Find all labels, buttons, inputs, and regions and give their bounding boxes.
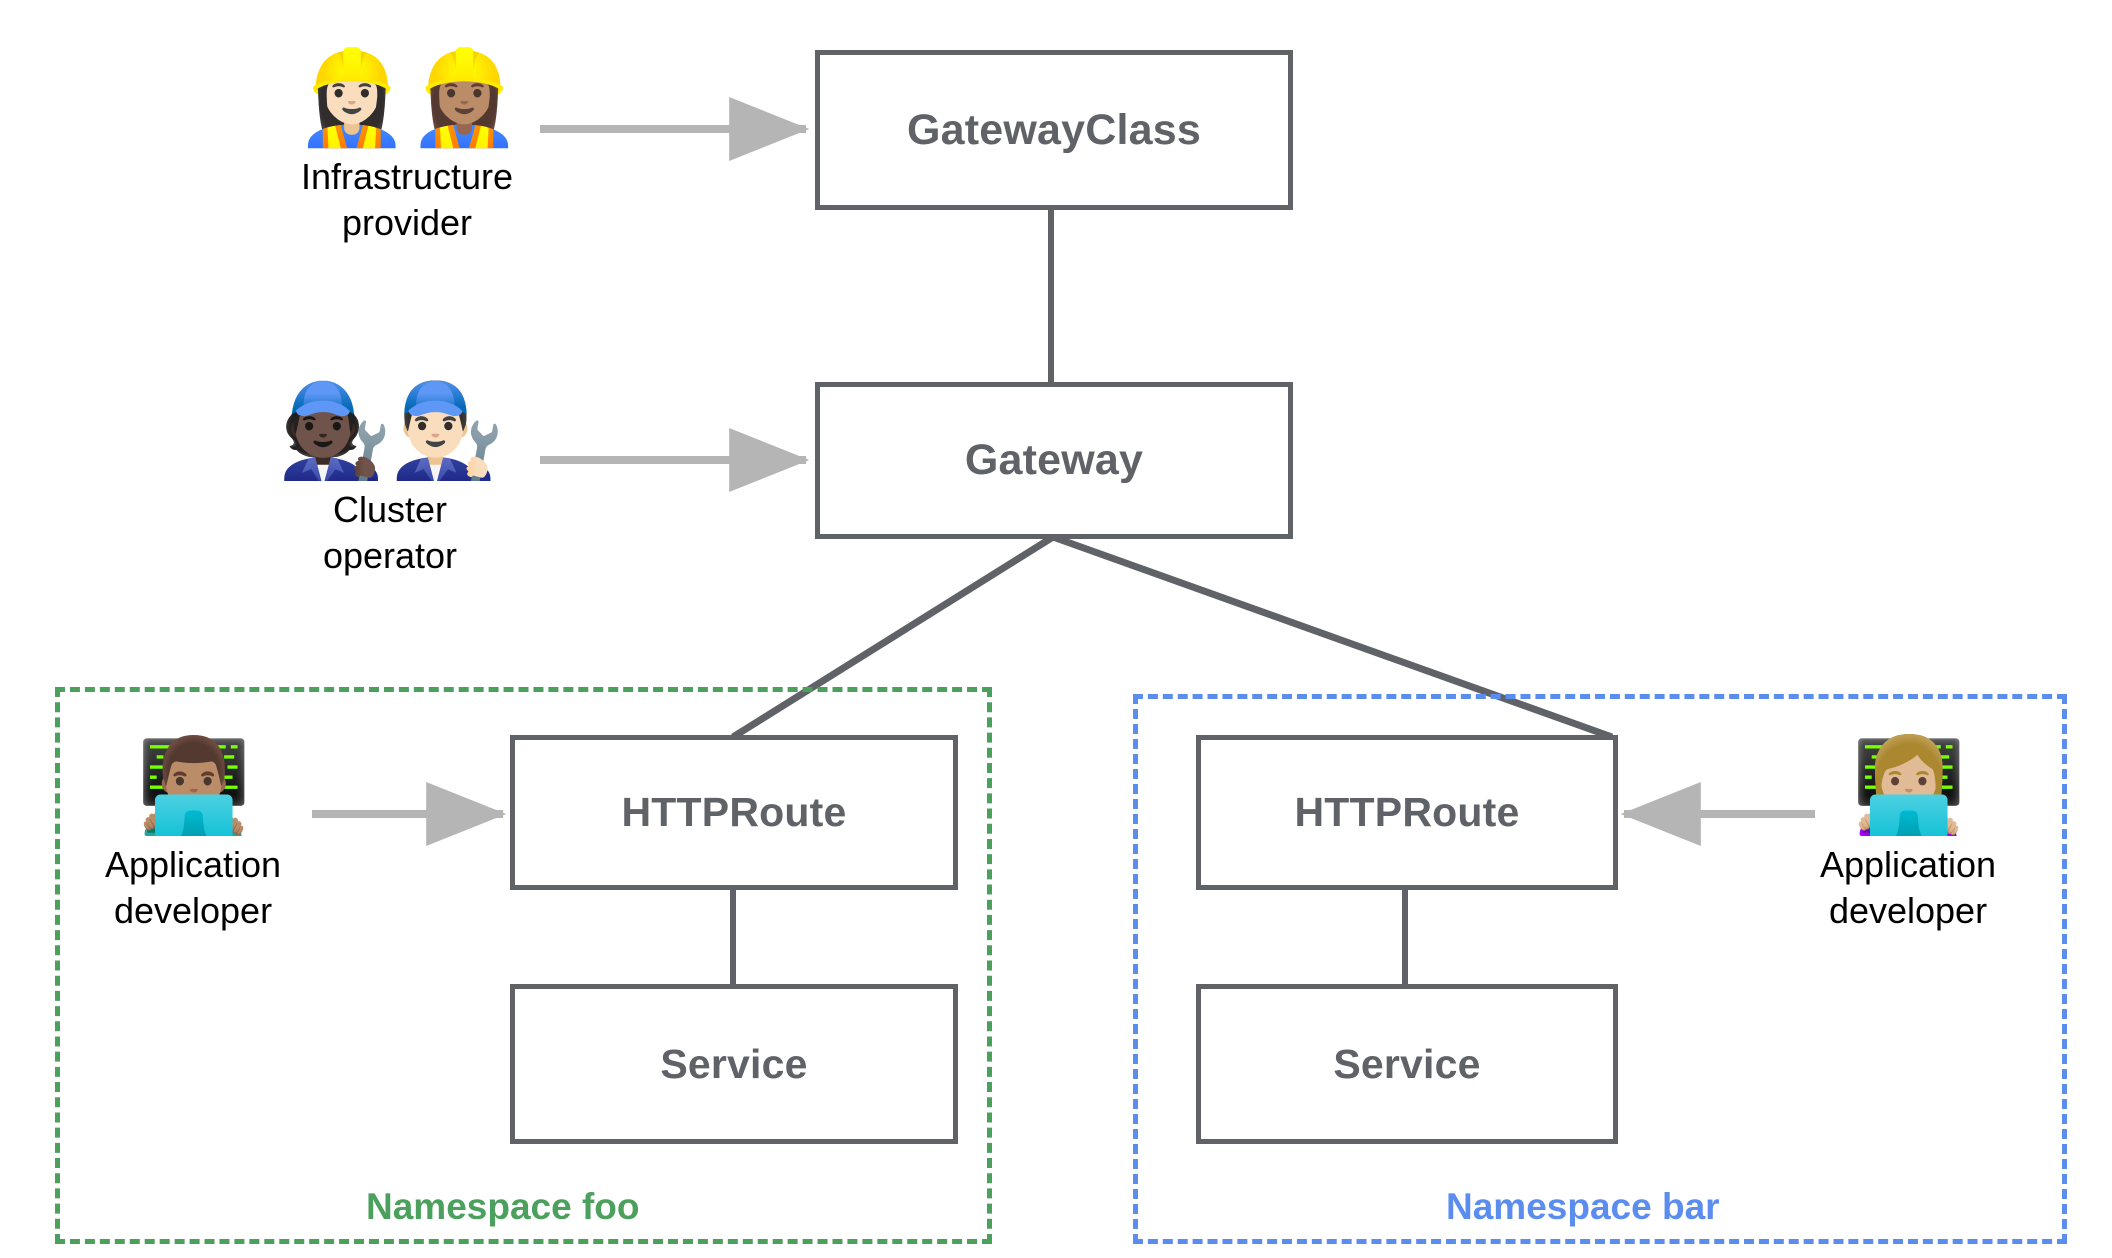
persona-application-developer-foo-label: Application developer	[104, 844, 282, 932]
node-gateway[interactable]: Gateway	[815, 382, 1293, 539]
persona-application-developer-bar-label: Application developer	[1819, 844, 1997, 932]
node-httproute-bar-label: HTTPRoute	[1294, 789, 1520, 835]
node-gatewayclass[interactable]: GatewayClass	[815, 50, 1293, 210]
persona-cluster-operator: 🧑🏿‍🔧👨🏻‍🔧 Cluster operator	[245, 385, 535, 579]
node-httproute-bar[interactable]: HTTPRoute	[1196, 735, 1618, 890]
persona-application-developer-bar: 👩🏼‍💻 Application developer	[1790, 740, 2026, 934]
woman-construction-worker-icon: 👷🏻‍♀️👷🏽‍♀️	[294, 44, 521, 151]
node-gateway-label: Gateway	[964, 436, 1144, 484]
namespace-foo-label: Namespace foo	[366, 1186, 640, 1227]
namespace-bar-container	[1133, 694, 2067, 1244]
man-technologist-icon: 👨🏽‍💻	[136, 732, 252, 839]
node-service-bar-label: Service	[1333, 1040, 1481, 1087]
node-httproute-foo-label: HTTPRoute	[621, 789, 847, 835]
persona-cluster-operator-label: Cluster operator	[322, 489, 458, 577]
persona-infrastructure-provider-label: Infrastructure provider	[300, 156, 514, 244]
namespace-bar-label: Namespace bar	[1446, 1186, 1720, 1227]
namespace-foo-container	[55, 687, 992, 1244]
woman-technologist-icon: 👩🏼‍💻	[1851, 732, 1967, 839]
node-httproute-foo[interactable]: HTTPRoute	[510, 735, 958, 890]
node-service-foo-label: Service	[660, 1040, 808, 1087]
persona-application-developer-foo: 👨🏽‍💻 Application developer	[75, 740, 311, 934]
node-service-bar[interactable]: Service	[1196, 984, 1618, 1144]
node-service-foo[interactable]: Service	[510, 984, 958, 1144]
node-gatewayclass-label: GatewayClass	[906, 105, 1201, 154]
persona-infrastructure-provider: 👷🏻‍♀️👷🏽‍♀️ Infrastructure provider	[262, 52, 552, 246]
mechanic-icon: 🧑🏿‍🔧👨🏻‍🔧	[277, 377, 504, 484]
